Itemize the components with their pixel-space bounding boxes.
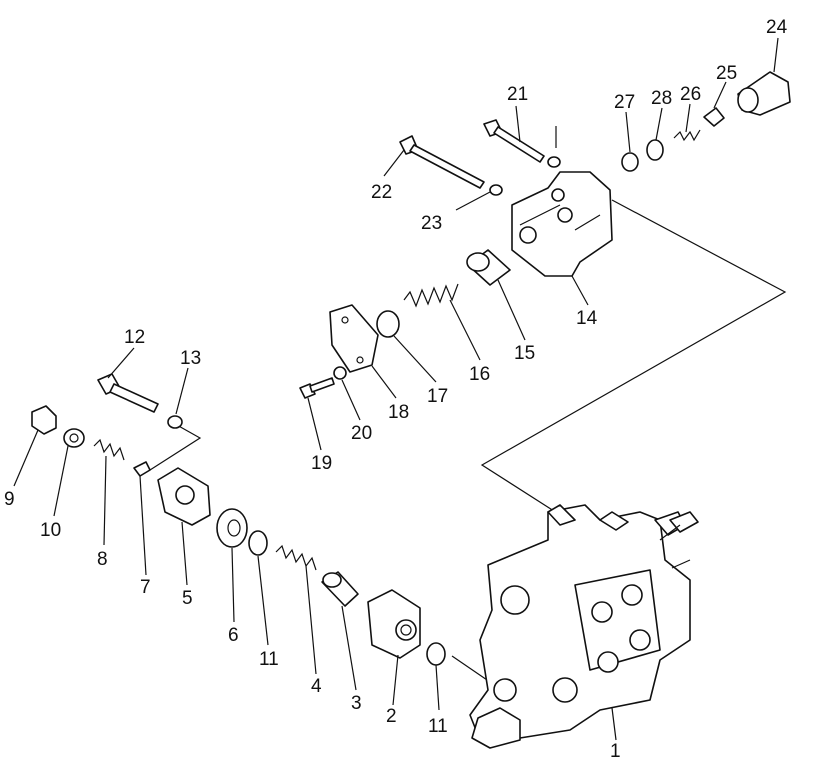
part-4-spring — [275, 544, 317, 571]
label-17: 17 — [427, 386, 448, 407]
label-24: 24 — [766, 17, 788, 38]
part-23-washer — [489, 184, 503, 196]
label-11-upper: 11 — [259, 649, 279, 670]
part-5-cover-block — [157, 467, 211, 526]
part-14-valve-housing — [511, 171, 613, 277]
part-28-o-ring — [646, 139, 664, 161]
label-9: 9 — [4, 489, 15, 510]
label-14: 14 — [576, 308, 598, 329]
label-11-lower: 11 — [428, 716, 448, 737]
part-16-spring — [403, 283, 459, 308]
part-3-sleeve — [321, 571, 359, 607]
label-15: 15 — [514, 343, 535, 364]
part-27-nut — [621, 152, 639, 172]
part-9-plug — [31, 405, 57, 435]
part-26-spring — [673, 129, 701, 142]
label-25: 25 — [716, 63, 737, 84]
part-10-nut — [63, 428, 85, 448]
part-21-washer — [547, 156, 561, 168]
assembly-line-main — [480, 199, 787, 521]
label-3: 3 — [351, 693, 362, 714]
leader-23 — [455, 191, 491, 211]
assembly-line-bottom — [451, 655, 491, 683]
part-13-washer — [167, 415, 183, 429]
label-27: 27 — [614, 92, 635, 113]
label-28: 28 — [651, 88, 672, 109]
part-21-bolt — [483, 119, 545, 163]
label-16: 16 — [469, 364, 490, 385]
part-number-labels: 1 2 3 4 5 6 7 8 9 10 11 11 12 13 14 15 1… — [4, 17, 788, 762]
part-11-o-ring-lower — [426, 642, 446, 666]
label-18: 18 — [388, 402, 409, 423]
part-8-spring — [93, 438, 125, 461]
label-4: 4 — [311, 676, 322, 697]
label-20: 20 — [351, 423, 372, 444]
label-21: 21 — [507, 84, 528, 105]
label-12: 12 — [124, 327, 145, 348]
part-17-o-ring — [376, 310, 400, 338]
part-2-flange-cover — [367, 589, 421, 659]
part-24-fitting — [737, 71, 791, 116]
part-18-cover-plate — [329, 304, 379, 373]
label-2: 2 — [386, 706, 397, 727]
label-19: 19 — [311, 453, 332, 474]
part-19-bolt — [299, 377, 335, 399]
part-22-bolt — [399, 135, 485, 189]
leader-lines — [13, 37, 779, 741]
part-20-washer — [333, 366, 347, 380]
label-7: 7 — [140, 577, 151, 598]
label-6: 6 — [228, 625, 239, 646]
part-7-poppet — [133, 461, 151, 477]
label-8: 8 — [97, 549, 108, 570]
label-5: 5 — [182, 588, 193, 609]
label-10: 10 — [40, 520, 61, 541]
label-23: 23 — [421, 213, 442, 234]
part-25-plug — [703, 107, 725, 127]
part-15-sleeve — [466, 249, 511, 286]
label-13: 13 — [180, 348, 201, 369]
part-6-washer — [216, 508, 248, 548]
label-1: 1 — [610, 741, 621, 762]
part-1-control-valve-body — [469, 504, 699, 749]
label-26: 26 — [680, 84, 701, 105]
label-22: 22 — [371, 182, 392, 203]
part-11-o-ring-upper — [248, 530, 268, 556]
part-12-bolt — [97, 373, 159, 413]
